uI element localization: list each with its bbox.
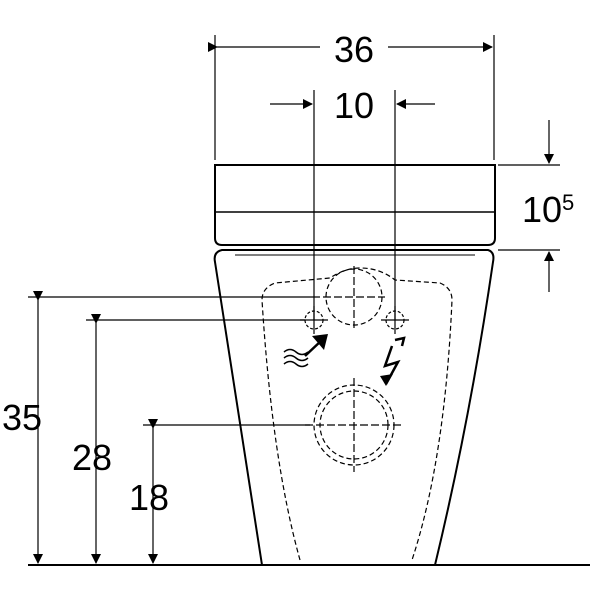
height-label-18: 18 [129,477,169,518]
lid-height-dimension [498,120,560,292]
height-label-28: 28 [72,437,112,478]
overall-width-label: 36 [334,29,374,70]
height-dimension-18 [143,419,310,564]
connection-spacing-label: 10 [334,85,374,126]
upper-connection-circle [323,266,385,328]
lid-height-label: 105 [522,189,574,230]
lid-height-superscript: 5 [562,190,574,215]
overall-width-dimension [208,35,495,160]
lid-height-main: 10 [522,189,562,230]
height-label-35: 35 [2,397,42,438]
toilet-body [213,249,495,566]
height-dimension-35 [28,291,320,564]
water-wave-arrow-icon [283,334,328,368]
height-dimension-28 [86,314,305,564]
lightning-bolt-icon [380,336,406,386]
drain-connection-circle [305,378,403,472]
hidden-inner-outline [261,267,453,561]
toilet-lid [214,164,496,246]
connection-spacing-dimension [270,90,435,320]
